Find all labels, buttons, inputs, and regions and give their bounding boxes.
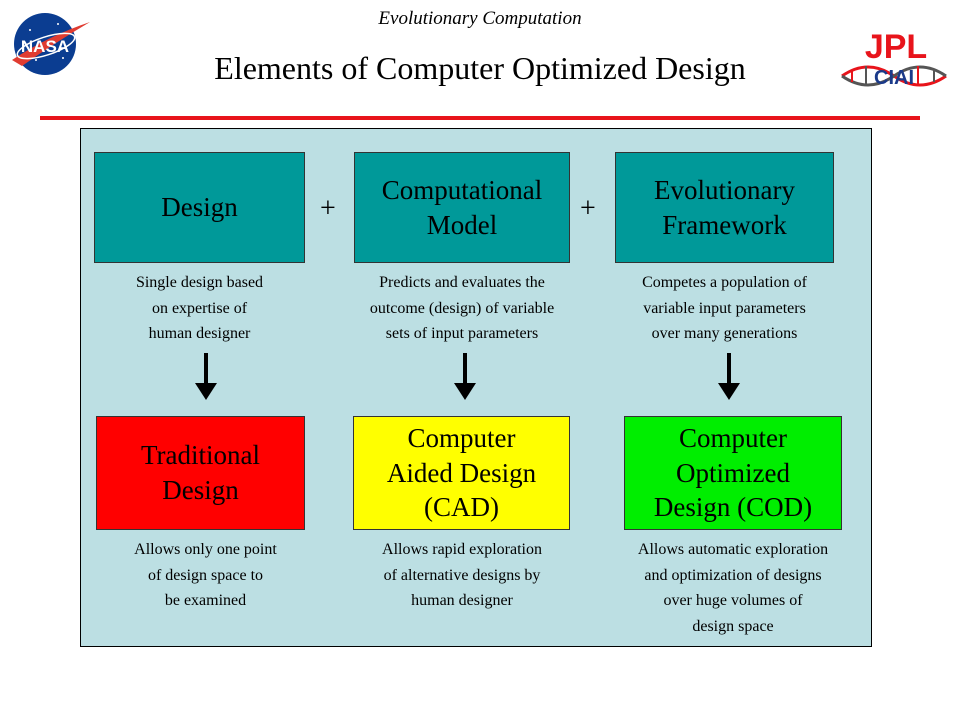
nasa-logo-text: NASA xyxy=(21,37,69,56)
design-box: Design xyxy=(94,152,305,263)
computational-model-box: Computational Model xyxy=(354,152,570,263)
plus-sign: + xyxy=(580,193,596,224)
traditional-design-description: Allows only one point of design space to… xyxy=(134,541,277,610)
title-divider xyxy=(40,116,920,120)
diagram-panel: Design Computational Model Evolutionary … xyxy=(80,128,872,647)
slide-subtitle: Evolutionary Computation xyxy=(378,8,582,29)
down-arrow-icon xyxy=(718,353,740,400)
cad-description: Allows rapid exploration of alternative … xyxy=(382,541,542,610)
cod-description: Allows automatic exploration and optimiz… xyxy=(637,541,829,635)
slide-title: Elements of Computer Optimized Design xyxy=(214,50,746,86)
jpl-logo-text: JPL xyxy=(865,28,927,66)
design-description: Single design based on expertise of huma… xyxy=(135,274,264,343)
ciai-logo-text: CIAI xyxy=(874,67,914,89)
down-arrow-icon xyxy=(454,353,476,400)
nasa-logo: NASA xyxy=(12,13,90,75)
cod-box: Computer Optimized Design (COD) xyxy=(624,416,842,530)
computational-model-description: Predicts and evaluates the outcome (desi… xyxy=(369,274,555,343)
evolutionary-framework-description: Competes a population of variable input … xyxy=(642,274,807,343)
traditional-design-box: Traditional Design xyxy=(96,416,305,530)
jpl-logo: JPL CIAI xyxy=(841,28,947,89)
plus-sign: + xyxy=(320,193,336,224)
down-arrow-icon xyxy=(195,353,217,400)
evolutionary-framework-box: Evolutionary Framework xyxy=(615,152,834,263)
cad-box: Computer Aided Design (CAD) xyxy=(353,416,570,530)
